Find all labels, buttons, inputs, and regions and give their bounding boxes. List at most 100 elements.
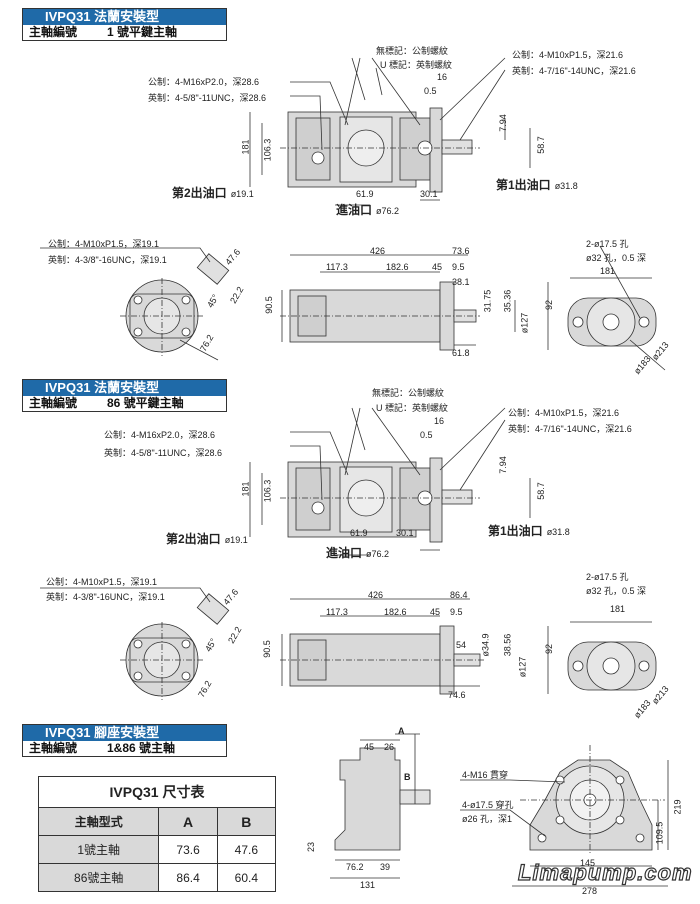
mount-holes: 2-ø17.5 孔: [586, 572, 629, 582]
dim-38.56: 38.56: [502, 633, 513, 657]
dimension-table: IVPQ31 尺寸表 主軸型式 A B 1號主軸 73.6 47.6 86號主軸…: [37, 776, 277, 892]
dim-7.94: 7.94: [497, 456, 508, 474]
dim-61.8: 61.8: [452, 348, 470, 358]
dim-181: 181: [240, 481, 251, 497]
dim-182.6: 182.6: [384, 607, 407, 617]
dim-181: 181: [610, 604, 626, 614]
dim-92: 92: [544, 299, 555, 311]
dim-A: A: [398, 726, 405, 736]
mount-holes: 2-ø17.5 孔: [586, 239, 629, 249]
dim-45: 45: [364, 742, 375, 752]
dim-26: 26: [384, 742, 395, 752]
dim-30.1: 30.1: [420, 189, 438, 199]
table-cell: 86號主軸: [37, 863, 160, 892]
dim-74.6: 74.6: [448, 690, 466, 700]
imperial-thread: 英制：4-3/8"-16UNC，深19.1: [46, 592, 165, 602]
foot-front-view: [460, 745, 669, 887]
side-view-1: [249, 57, 531, 206]
dim-426: 426: [368, 590, 384, 600]
counterbore: ø32 孔，0.5 深: [586, 586, 647, 596]
dim-106: 106.3: [262, 479, 273, 503]
dim-182.6: 182.6: [386, 262, 409, 272]
no-mark-note: 無標記：公制螺紋: [372, 388, 445, 398]
dim-181: 181: [600, 266, 616, 276]
counterbore-holes: ø26 孔，深1: [462, 814, 513, 824]
table-cell: 86.4: [158, 863, 218, 892]
table-row: 86號主軸 86.4 60.4: [37, 863, 277, 892]
dim-86.4: 86.4: [450, 590, 468, 600]
dim-34.9: ø34.9: [480, 633, 491, 657]
u-mark-note: U 標記：英制螺紋: [380, 60, 453, 70]
dim-76.2: 76.2: [346, 862, 364, 872]
shaft-label: 主軸編號: [29, 396, 78, 410]
imperial-thread-left: 英制：4-5/8"-11UNC，深28.6: [148, 93, 267, 103]
shaft-value: 1&86 號主軸: [107, 741, 176, 755]
dim-0.5: 0.5: [420, 430, 433, 440]
dim-61.9: 61.9: [350, 528, 368, 538]
section-header-2: IVPQ31 法蘭安裝型 主軸編號 86 號平鍵主軸: [22, 379, 227, 412]
dim-9.5: 9.5: [452, 262, 465, 272]
dim-92: 92: [544, 643, 555, 655]
side-view-3: [249, 407, 531, 556]
table-cell: 47.6: [216, 835, 277, 864]
dim-38.1: 38.1: [452, 277, 470, 287]
metric-thread-left: 公制：4-M16xP2.0，深28.6: [148, 77, 260, 87]
metric-thread: 公制：4-M10xP1.5，深19.1: [48, 239, 160, 249]
dim-B: B: [404, 772, 411, 782]
dim-219: 219: [672, 799, 683, 815]
dim-117.3: 117.3: [326, 607, 348, 617]
dim-58.7: 58.7: [535, 136, 546, 154]
table-cell: 1號主軸: [37, 835, 160, 864]
dim-145: 145: [580, 858, 596, 868]
no-mark-note: 無標記：公制螺紋: [376, 46, 449, 56]
u-mark-note: U 標記：英制螺紋: [376, 403, 449, 413]
front-view-4: [40, 587, 230, 700]
dim-23: 23: [306, 841, 317, 853]
table-header: A: [158, 807, 218, 836]
section-title: IVPQ31 法蘭安裝型: [23, 380, 226, 396]
dim-426: 426: [370, 246, 386, 256]
side-view-4: [280, 598, 549, 695]
shaft-label: 主軸編號: [29, 25, 78, 39]
dim-54: 54: [456, 640, 467, 650]
counterbore: ø32 孔，0.5 深: [586, 253, 647, 263]
flange-view-2: [567, 245, 666, 371]
dim-45: 45: [432, 262, 443, 272]
side-view-2: [280, 254, 549, 351]
dim-7.94: 7.94: [497, 114, 508, 132]
dim-90.5: 90.5: [263, 296, 274, 314]
flange-view-4: [567, 621, 657, 691]
dim-106: 106.3: [262, 138, 273, 162]
shaft-value: 86 號平鍵主軸: [107, 396, 184, 410]
table-cell: 73.6: [158, 835, 218, 864]
dim-90.5: 90.5: [261, 640, 272, 658]
dim-16: 16: [437, 72, 448, 82]
table-row: 1號主軸 73.6 47.6: [37, 835, 277, 864]
metric-thread: 公制：4-M10xP1.5，深19.1: [46, 577, 158, 587]
dim-30.1: 30.1: [396, 528, 414, 538]
metric-thread-left: 公制：4-M16xP2.0，深28.6: [104, 430, 216, 440]
imperial-thread-right: 英制：4-7/16"-14UNC，深21.6: [508, 424, 632, 434]
table-caption: IVPQ31 尺寸表: [38, 776, 276, 808]
metric-thread-right: 公制：4-M10xP1.5，深21.6: [512, 50, 624, 60]
dim-35.36: 35.36: [502, 289, 513, 313]
dim-131: 131: [360, 880, 376, 890]
dim-127: ø127: [517, 656, 528, 678]
dim-109.5: 109.5: [654, 821, 665, 845]
watermark: Limapump.com: [517, 859, 693, 885]
dim-73.6: 73.6: [452, 246, 470, 256]
table-header: B: [216, 807, 277, 836]
table-header: 主軸型式: [37, 807, 160, 836]
dim-45: 45: [430, 607, 441, 617]
thru-holes: 4-ø17.5 穿孔: [462, 800, 514, 810]
dim-181: 181: [240, 139, 251, 155]
dim-16: 16: [434, 416, 445, 426]
dim-39: 39: [380, 862, 391, 872]
